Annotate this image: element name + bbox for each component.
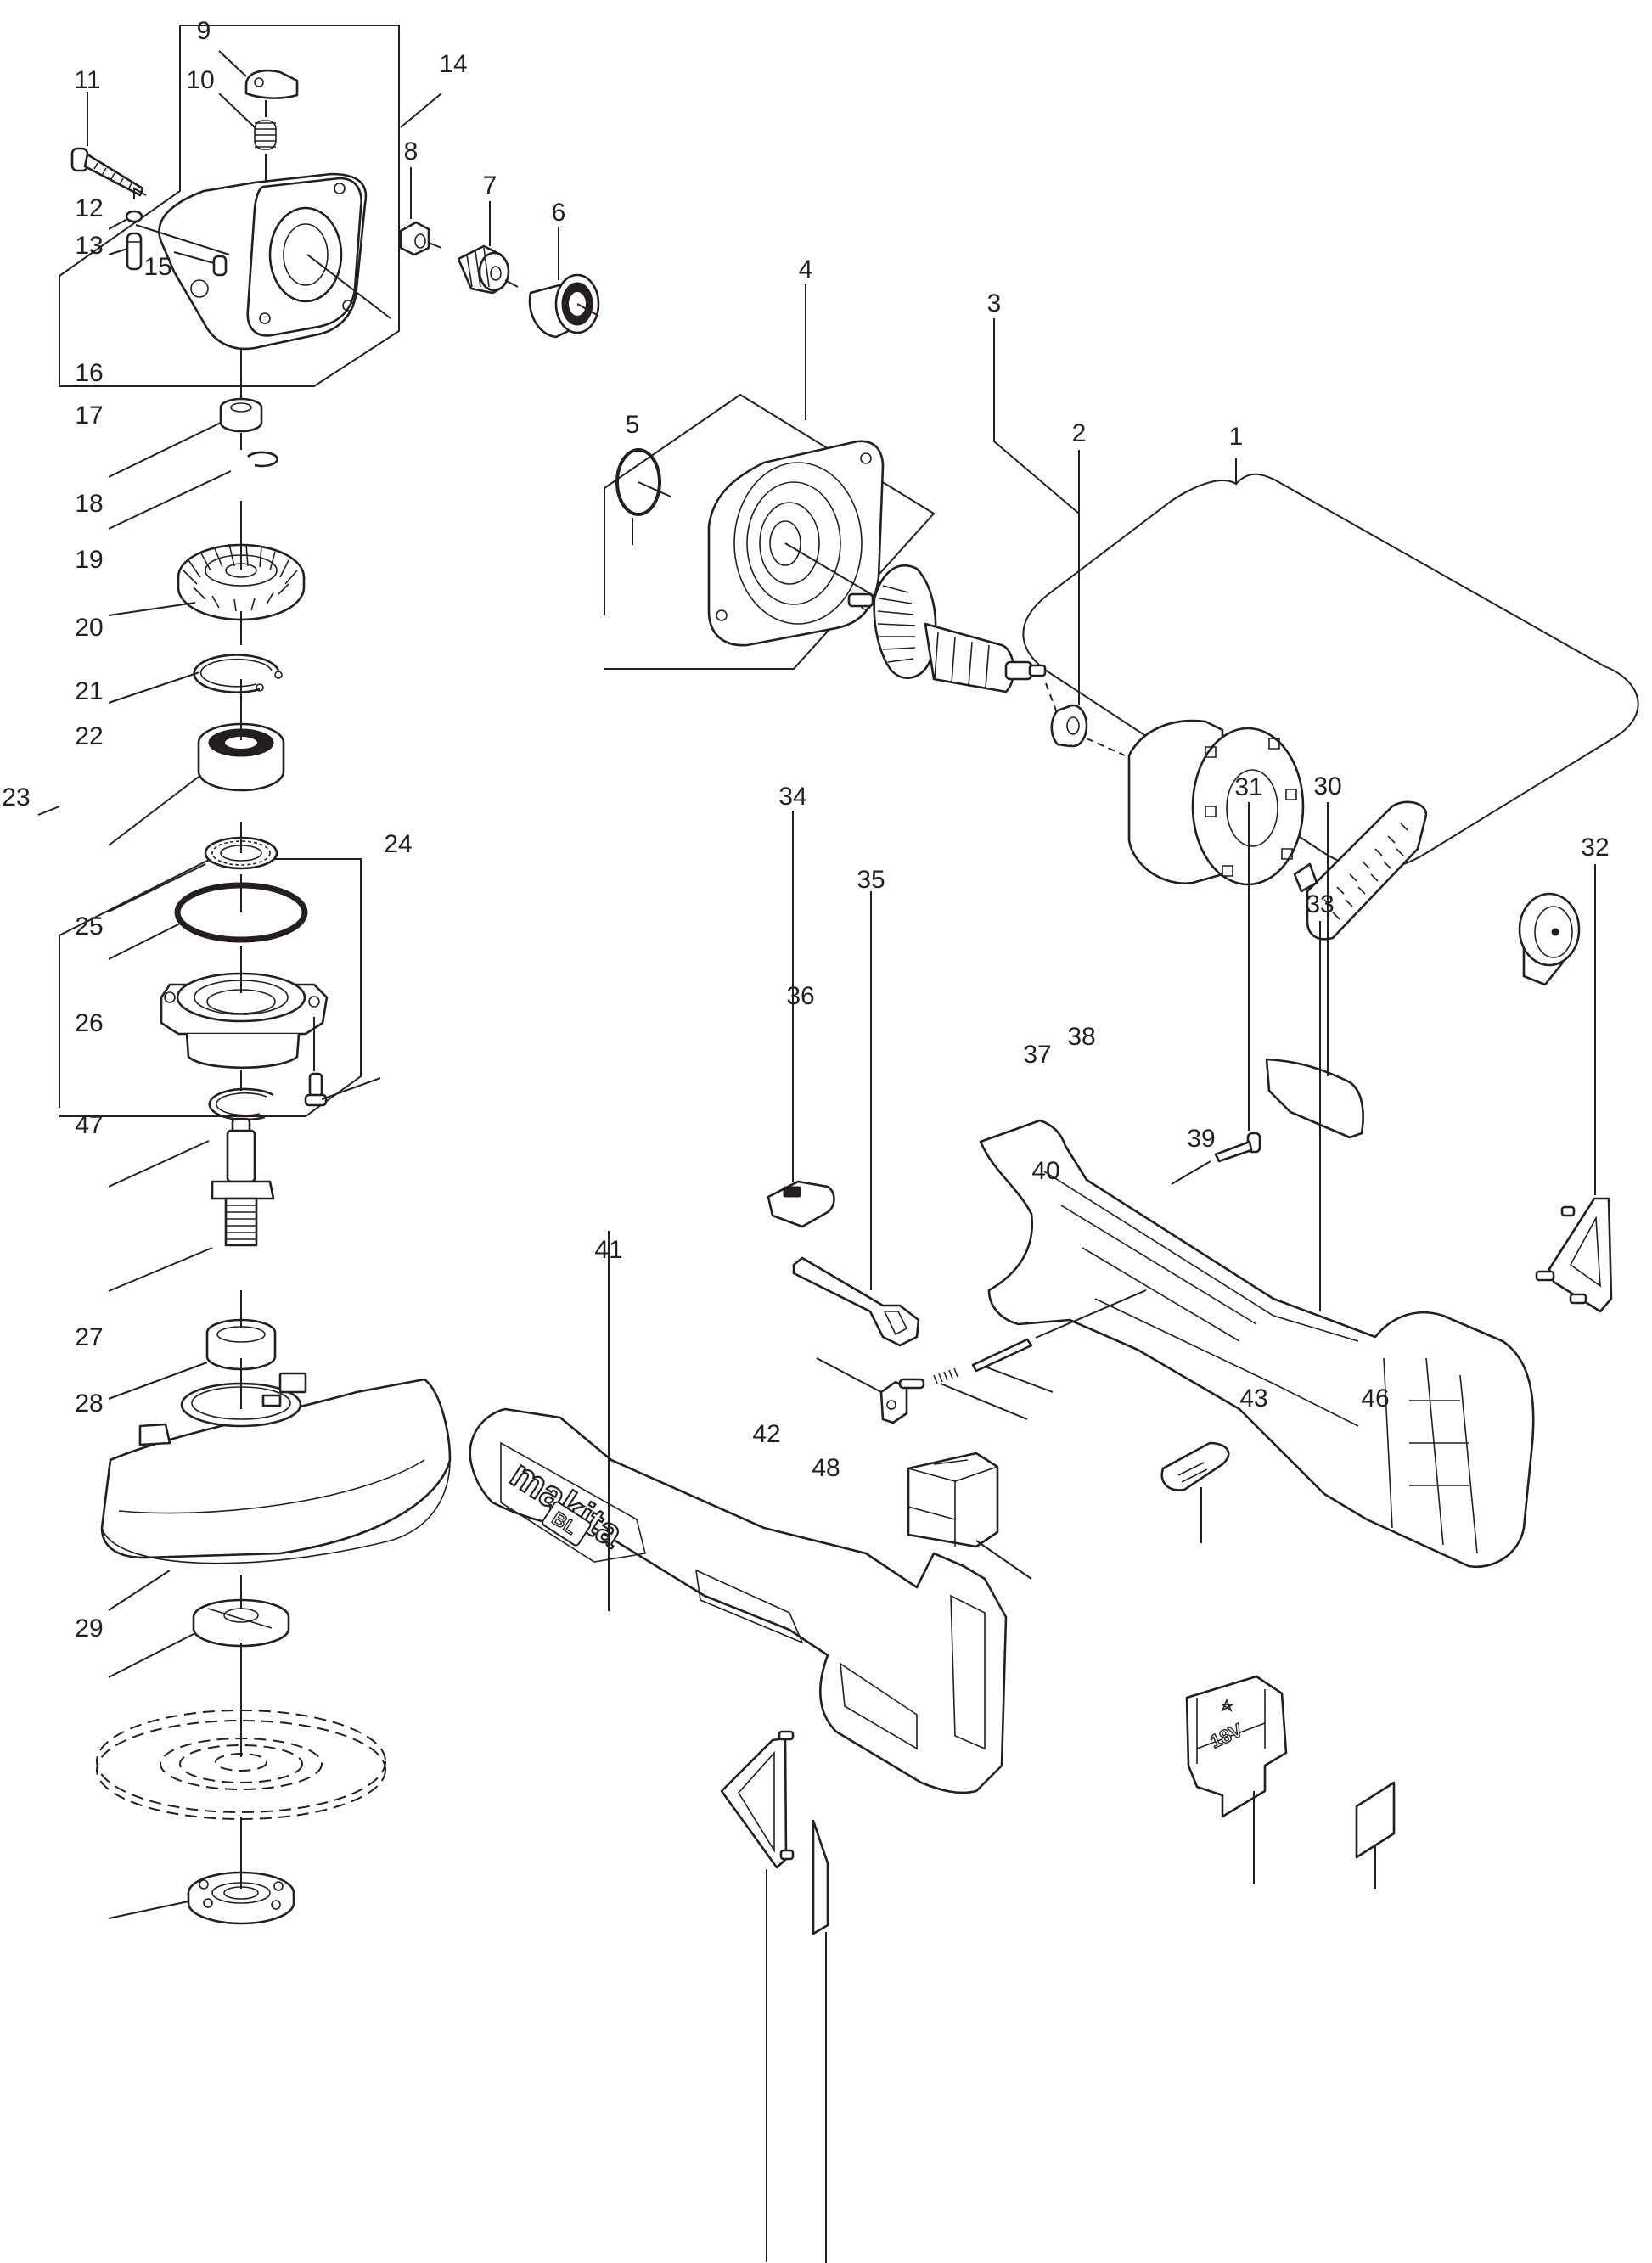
part-48-label [812, 1819, 829, 2263]
part-32-end-cover-bracket [1535, 864, 1613, 1313]
part-label-1: 1 [1229, 423, 1244, 451]
part-label-13: 13 [75, 232, 103, 260]
part-15-pin [173, 251, 228, 277]
part-21-needle-thrust-bearing [108, 822, 278, 912]
part-29-lock-nut [108, 1817, 295, 1925]
part-46-label [1355, 1781, 1396, 1889]
part-7-bevel-gear-pinion [457, 201, 519, 295]
part-label-14: 14 [439, 50, 467, 78]
part-label-35: 35 [857, 866, 885, 894]
part-label-28: 28 [75, 1390, 103, 1418]
part-4-bearing-retainer-plate [707, 440, 901, 647]
part-label-34: 34 [778, 783, 806, 811]
part-28-inner-flange [108, 1575, 290, 1678]
part-2-ball-bearing [1045, 450, 1126, 756]
part-label-38: 38 [1067, 1023, 1095, 1051]
part-label-36: 36 [786, 982, 814, 1010]
part-12-o-ring [108, 187, 147, 230]
part-label-10: 10 [186, 66, 214, 94]
part-label-37: 37 [1023, 1041, 1051, 1069]
assembly-bracket-1 [1022, 458, 1639, 870]
part-label-25: 25 [75, 912, 103, 941]
part-17-retaining-ring [108, 451, 278, 530]
grinding-wheel-outline [96, 1642, 386, 1820]
part-30-name-plate [1265, 802, 1364, 1139]
part-11-tapping-screw [70, 92, 144, 197]
part-label-17: 17 [75, 402, 103, 430]
assembly-bracket-3 [993, 318, 1080, 594]
part-38-rod [971, 1289, 1147, 1393]
part-label-23: 23 [2, 783, 30, 811]
part-40-switch [907, 1452, 1032, 1580]
part-label-32: 32 [1581, 834, 1609, 862]
part-label-47: 47 [75, 1111, 103, 1139]
part-27-wheel-guard [100, 1358, 452, 1611]
part-label-42: 42 [752, 1420, 780, 1448]
part-9-lock-pin-cap [218, 50, 299, 99]
part-label-31: 31 [1234, 773, 1262, 801]
part-label-41: 41 [594, 1236, 622, 1264]
part-3-armature [847, 564, 1047, 694]
part-37-compression-spring [933, 1367, 1028, 1420]
part-6-ball-bearing [528, 227, 600, 339]
part-47-wheel-cover-clamp-ring [108, 1290, 277, 1400]
part-31-tapping-screw [1171, 802, 1261, 1185]
part-label-48: 48 [812, 1454, 840, 1482]
part-39-switch-cover [1160, 1441, 1230, 1543]
part-19-retaining-ring [108, 611, 283, 704]
part-label-15: 15 [143, 253, 171, 281]
part-number-labels: 1 2 3 4 5 6 7 8 9 10 11 12 13 14 15 16 1… [2, 17, 1609, 1642]
part-16-ball-bearing [108, 350, 263, 478]
part-label-8: 8 [404, 138, 419, 166]
part-label-16: 16 [75, 359, 103, 387]
part-36-switch-pin-holder [816, 1357, 925, 1424]
part-label-21: 21 [75, 677, 103, 705]
part-label-19: 19 [75, 546, 103, 574]
part-label-29: 29 [75, 1614, 103, 1642]
part-label-18: 18 [75, 490, 103, 518]
part-8-hex-nut [399, 167, 442, 256]
part-label-26: 26 [75, 1009, 103, 1037]
part-label-30: 30 [1313, 772, 1341, 800]
part-label-39: 39 [1187, 1125, 1215, 1153]
part-18-spiral-bevel-gear [108, 501, 306, 621]
part-label-11: 11 [74, 66, 100, 94]
part-33-housing-right [979, 921, 1535, 1569]
part-label-33: 33 [1306, 890, 1334, 918]
part-label-22: 22 [75, 722, 103, 750]
part-label-3: 3 [987, 289, 1002, 317]
part-13-pin [108, 232, 143, 271]
part-26-spindle [108, 1117, 275, 1292]
assembly-bracket-23 [37, 806, 362, 1117]
part-14-gear-housing [135, 172, 391, 351]
part-5-o-ring [615, 448, 671, 545]
part-label-24: 24 [384, 830, 412, 858]
part-43-battery-terminal: 18V [1185, 1675, 1288, 1884]
part-label-7: 7 [483, 171, 497, 199]
part-label-46: 46 [1361, 1384, 1389, 1412]
part-20-ball-bearing [108, 679, 285, 846]
bl-badge: BL [542, 1501, 592, 1547]
part-label-40: 40 [1031, 1157, 1059, 1185]
part-label-43: 43 [1239, 1384, 1267, 1412]
part-label-2: 2 [1072, 419, 1087, 447]
part-label-27: 27 [75, 1323, 103, 1351]
part-24-screw [304, 1017, 381, 1107]
part-label-12: 12 [75, 194, 103, 222]
part-label-20: 20 [75, 614, 103, 642]
part-label-6: 6 [552, 199, 566, 227]
part-label-9: 9 [197, 17, 211, 45]
part-35-switch-lever [792, 891, 920, 1347]
part-label-4: 4 [799, 256, 813, 284]
part-42-end-cover-bracket [720, 1730, 795, 2262]
part-label-5: 5 [626, 411, 640, 439]
part-34-slide-switch-knob [767, 811, 835, 1228]
part-1-stator-and-controller [1127, 719, 1581, 986]
assembly-bracket-14 [59, 25, 442, 387]
part-23-bearing-box [160, 946, 329, 1070]
part-41-housing-left: makita BL [469, 1231, 1008, 1794]
part-22-o-ring [108, 874, 308, 960]
